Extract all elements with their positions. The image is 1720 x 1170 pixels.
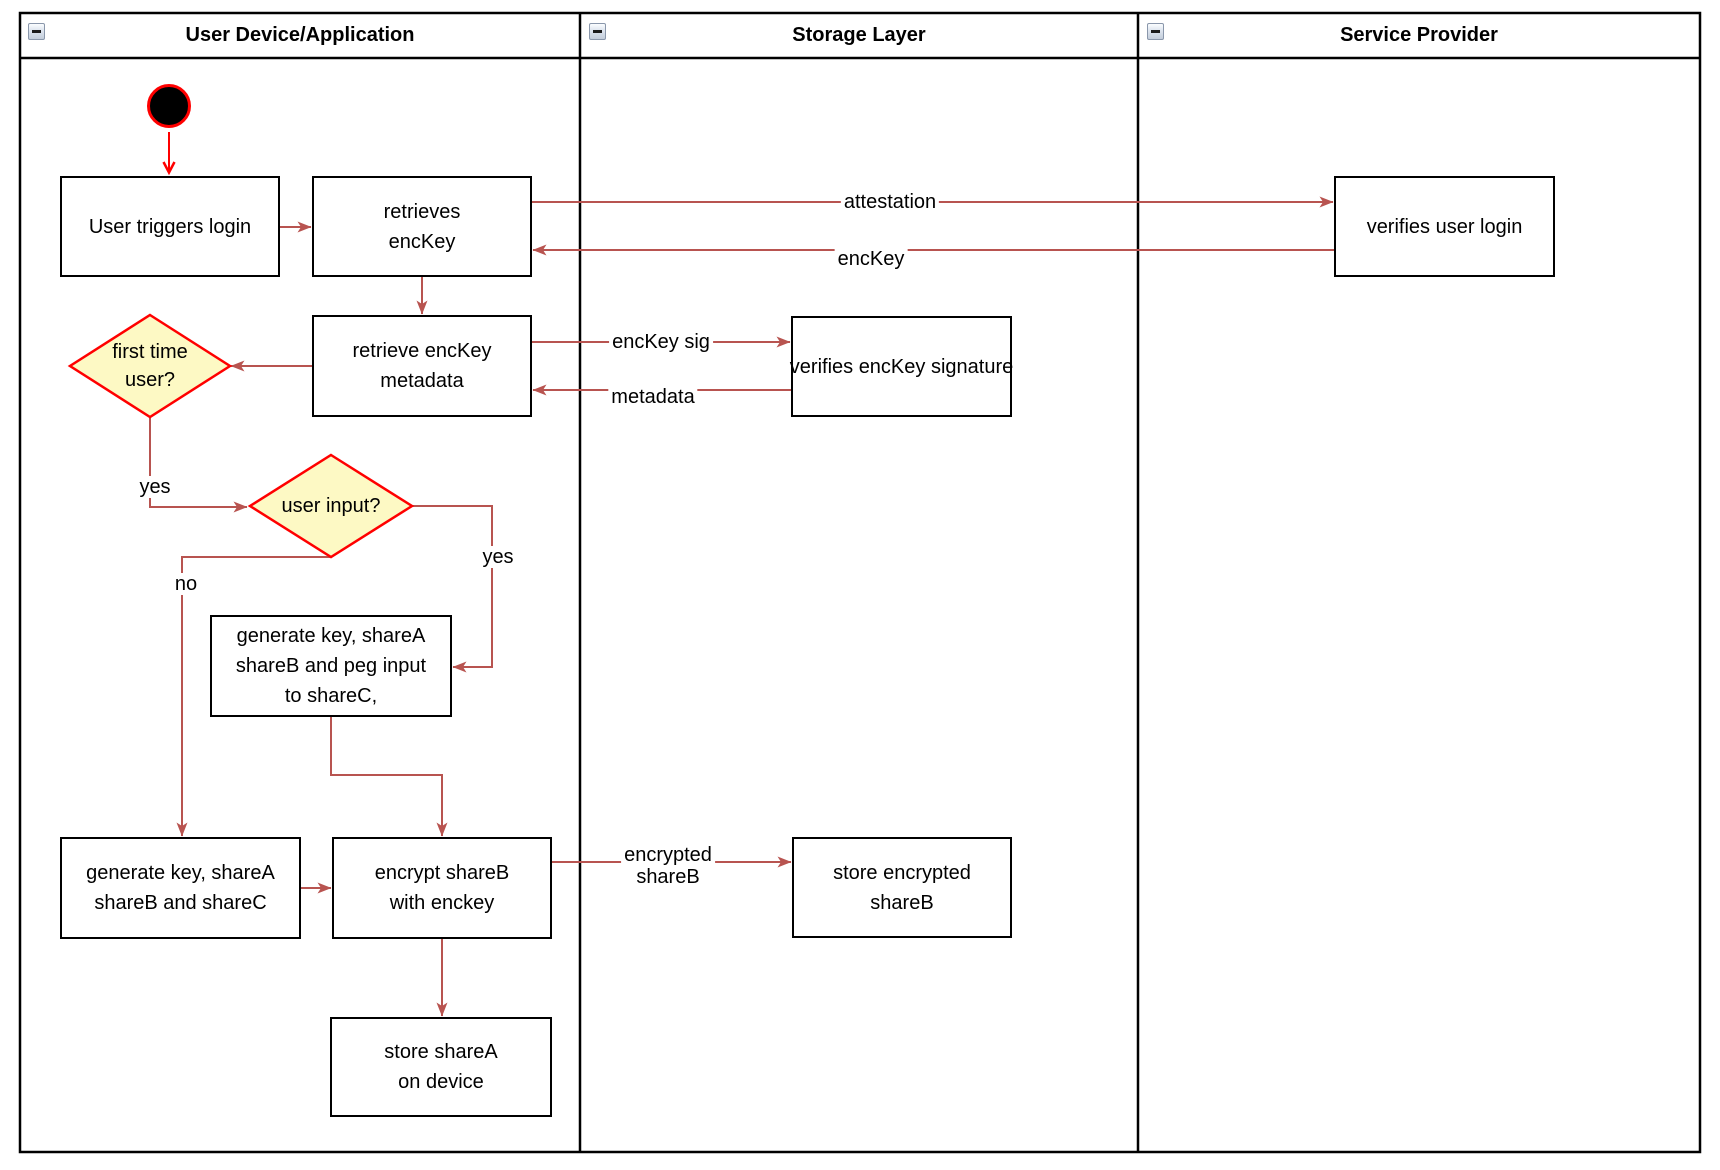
collapse-icon-user-device[interactable] xyxy=(28,23,45,40)
node-label: retrieves encKey xyxy=(383,200,461,253)
decision-label-user-input: user input? xyxy=(281,495,381,517)
node-encrypt-shareb[interactable]: encrypt shareB with enckey xyxy=(332,837,552,939)
node-label: store encrypted shareB xyxy=(833,861,971,914)
lane-title-text: User Device/Application xyxy=(185,24,415,46)
minus-icon xyxy=(593,30,602,33)
node-label: generate key, shareA shareB and peg inpu… xyxy=(235,625,427,707)
lane-title-text: Storage Layer xyxy=(792,24,926,46)
minus-icon xyxy=(32,30,41,33)
node-label: User triggers login xyxy=(88,215,252,238)
edge-user-input-yes[interactable] xyxy=(412,505,493,673)
decision-user-input[interactable] xyxy=(247,453,415,559)
edge-label-yes-user-input[interactable]: yes xyxy=(479,546,517,568)
minus-icon xyxy=(1151,30,1160,33)
node-label: store shareA on device xyxy=(384,1041,498,1093)
node-retrieves-enckey[interactable]: retrieves encKey xyxy=(312,176,532,277)
node-store-sharea[interactable]: store shareA on device xyxy=(330,1017,552,1117)
node-generate-key-shares[interactable]: generate key, shareA shareB and shareC xyxy=(60,837,301,939)
start-node[interactable] xyxy=(147,84,191,128)
lane-header-user-device[interactable]: User Device/Application xyxy=(20,13,580,58)
lane-title-text: Service Provider xyxy=(1340,24,1498,46)
node-user-triggers-login[interactable]: User triggers login xyxy=(60,176,280,277)
edge-peg-to-encrypt[interactable] xyxy=(330,717,448,837)
edge-label-yes-first-time[interactable]: yes xyxy=(136,476,174,498)
lane-header-service-provider[interactable]: Service Provider xyxy=(1138,13,1700,58)
decision-label-first-time-user: first time user? xyxy=(112,341,188,391)
edge-first-time-yes[interactable] xyxy=(149,417,248,513)
node-generate-key-peg-input[interactable]: generate key, shareA shareB and peg inpu… xyxy=(210,615,452,717)
collapse-icon-service-provider[interactable] xyxy=(1147,23,1164,40)
node-label: verifies user login xyxy=(1366,215,1523,238)
node-verifies-user-login[interactable]: verifies user login xyxy=(1334,176,1555,277)
edge-label-enckey[interactable]: encKey xyxy=(834,248,908,270)
collapse-icon-storage-layer[interactable] xyxy=(589,23,606,40)
node-verifies-enckey-signature[interactable]: verifies encKey signature xyxy=(789,316,1014,417)
edge-label-metadata[interactable]: metadata xyxy=(608,386,698,408)
pool-frame xyxy=(18,11,1702,1154)
node-store-encrypted-shareb[interactable]: store encrypted shareB xyxy=(792,837,1012,938)
lane-header-storage-layer[interactable]: Storage Layer xyxy=(580,13,1138,58)
decision-first-time-user[interactable] xyxy=(67,313,233,419)
node-label: generate key, shareA shareB and shareC xyxy=(86,862,275,914)
node-label: retrieve encKey metadata xyxy=(352,340,492,392)
node-retrieve-enckey-metadata[interactable]: retrieve encKey metadata xyxy=(312,315,532,417)
node-label: encrypt shareB with enckey xyxy=(374,862,510,914)
edge-label-no-user-input[interactable]: no xyxy=(171,573,201,595)
node-label: verifies encKey signature xyxy=(789,355,1014,378)
edge-label-encrypted-shareb[interactable]: encrypted shareB xyxy=(621,844,715,888)
edge-label-enckey-sig[interactable]: encKey sig xyxy=(609,331,713,353)
edge-user-input-no[interactable] xyxy=(176,556,331,837)
edge-label-attestation[interactable]: attestation xyxy=(840,191,940,213)
